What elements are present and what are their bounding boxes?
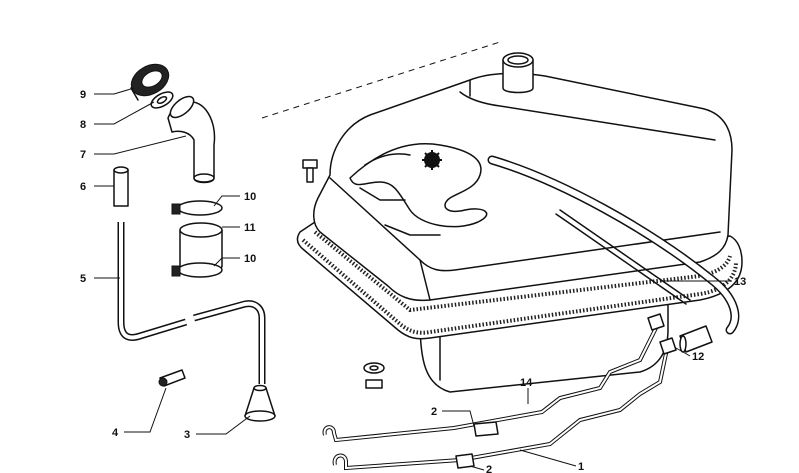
tube-6 (113, 166, 129, 207)
fuel-tank (296, 52, 743, 393)
callout-labels: 9 8 7 6 5 4 3 10 11 10 13 12 14 2 2 1 (80, 89, 746, 473)
fuel-line-14 (322, 319, 662, 443)
vent-hose (487, 155, 740, 335)
washer (363, 362, 385, 389)
tank-filler-neck (502, 52, 534, 94)
callout-5: 5 (80, 273, 86, 285)
clamp-10-bottom (171, 262, 223, 278)
callout-2-lower: 2 (486, 464, 492, 473)
callout-1: 1 (578, 461, 584, 473)
callout-12: 12 (692, 351, 704, 363)
leader-lines (94, 87, 732, 471)
vent-pipe-5 (117, 222, 266, 384)
sender-unit-icon (422, 150, 442, 170)
callout-4: 4 (112, 427, 119, 439)
callout-7: 7 (80, 149, 86, 161)
callout-10-top: 10 (244, 191, 256, 203)
callout-14: 14 (520, 377, 533, 389)
filler-pipe-7 (167, 95, 216, 184)
line-connector-2-lower (455, 453, 475, 469)
callout-10-bottom: 10 (244, 253, 256, 265)
callout-2-upper: 2 (431, 406, 437, 418)
callout-11: 11 (244, 222, 256, 234)
clip-4 (158, 369, 186, 387)
grommet-3 (244, 384, 276, 422)
cap-9 (130, 63, 170, 101)
callout-6: 6 (80, 181, 86, 193)
rod-13 (559, 209, 691, 301)
callout-13: 13 (734, 276, 746, 288)
line-connector-2-upper (473, 421, 499, 437)
fuel-line-1 (332, 343, 670, 471)
seal-8 (150, 91, 174, 109)
assembly-dashed-line (261, 41, 501, 119)
hose-12 (679, 325, 713, 353)
clamp-10-top (171, 200, 223, 216)
callout-3: 3 (184, 429, 190, 441)
callout-8: 8 (80, 119, 86, 131)
bolt (302, 159, 318, 183)
callout-9: 9 (80, 89, 86, 101)
line-end-fittings (647, 313, 677, 355)
